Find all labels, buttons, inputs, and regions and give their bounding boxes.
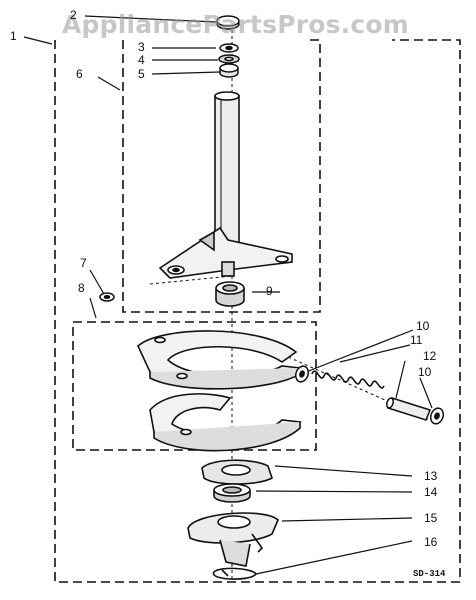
part-2-cap [216, 15, 240, 30]
callout-12: 12 [423, 349, 437, 363]
drawing-reference: SD-314 [413, 569, 446, 579]
callout-2: 2 [70, 8, 77, 22]
part-11-spring [311, 370, 385, 389]
callout-6: 6 [76, 67, 83, 81]
part-14-ring [213, 483, 251, 503]
part-16-clip [213, 567, 257, 580]
part-9-bearing [215, 281, 245, 307]
part-4-ring [218, 54, 240, 64]
callout-9: 9 [266, 284, 273, 298]
callout-4: 4 [138, 53, 145, 67]
callout-14: 14 [424, 485, 438, 499]
box-assembly-1 [54, 39, 461, 583]
callout-3: 3 [138, 40, 145, 54]
callout-10-upper: 10 [416, 319, 430, 333]
part-13-plate [201, 459, 273, 485]
part-15-lever [187, 512, 279, 567]
callout-11: 11 [410, 333, 423, 347]
part-8-brake-shoes [137, 330, 303, 452]
callout-13: 13 [424, 469, 438, 483]
callout-1: 1 [10, 29, 17, 43]
part-7-screw [99, 292, 115, 302]
callout-16: 16 [424, 535, 438, 549]
leader-lines [23, 15, 433, 575]
watermark-text: AppliancePartsPros.com [62, 10, 410, 39]
part-10-washer-b [429, 407, 445, 425]
assembly-axis [149, 30, 431, 580]
callout-5: 5 [138, 67, 145, 81]
callout-7: 7 [80, 256, 87, 270]
box-assembly-6 [122, 39, 321, 313]
part-6-shaft-and-bracket [158, 91, 293, 279]
part-12-pin [386, 397, 431, 421]
callout-8: 8 [78, 281, 85, 295]
callout-15: 15 [424, 511, 438, 525]
group-boxes [54, 39, 461, 583]
part-3-washer [219, 43, 239, 53]
part-5-bushing [219, 63, 239, 78]
part-10-washer-a [294, 365, 310, 383]
callout-10-lower: 10 [418, 365, 432, 379]
